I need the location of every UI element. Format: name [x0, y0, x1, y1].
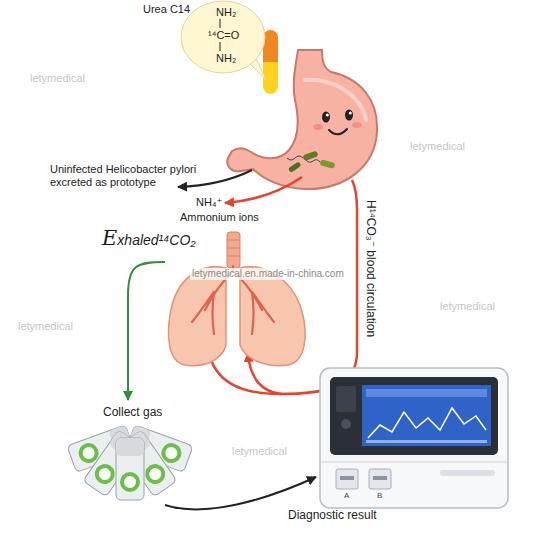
stomach-illustration: [227, 50, 377, 189]
svg-rect: [288, 161, 302, 173]
flow-arrow: [165, 477, 316, 509]
svg-path: [306, 160, 320, 163]
watermark: letymedical.en.made-in-china.com: [190, 268, 346, 280]
watermark: letymedical: [30, 72, 85, 85]
note-text: Uninfected Helicobacter pylori excreted …: [50, 163, 230, 189]
ion-name: Ammonium ions: [180, 211, 259, 224]
result-label: Diagnostic result: [288, 508, 377, 522]
exhaled-label: Exhaled¹⁴CO₂: [102, 226, 196, 251]
svg-rect: [336, 469, 358, 489]
svg-rect: [366, 440, 487, 443]
svg-rect: [319, 159, 335, 169]
svg-g: [116, 438, 144, 500]
svg-rect: [330, 377, 498, 455]
formula-group: ¹⁴C=O: [208, 29, 239, 42]
svg-path: [240, 267, 305, 366]
svg-rect: [440, 470, 495, 476]
svg-rect: [227, 232, 240, 268]
watermark: letymedical: [410, 140, 465, 153]
formula-group: NH₂: [216, 52, 236, 65]
pathway-label: H¹⁴CO₃⁻ blood circulation: [364, 200, 378, 337]
svg-circle: [94, 463, 116, 485]
step-label: Collect gas: [103, 405, 162, 419]
svg-rect: [362, 385, 491, 446]
breath-cards: [67, 425, 193, 500]
svg-path: [305, 80, 366, 120]
svg-rect: [320, 368, 508, 508]
drug-label: Urea C14: [143, 3, 190, 16]
lungs-region: Exhaled¹⁴CO₂: [165, 230, 315, 370]
svg-rect: [116, 438, 144, 456]
svg-rect: [340, 476, 354, 480]
bubble-shape: [181, 1, 265, 73]
svg-ellipse: [313, 124, 323, 130]
breath-card-group: Collect gas: [35, 400, 230, 505]
ion-formula: NH₄⁺: [196, 196, 222, 209]
svg-path: [329, 129, 347, 134]
svg-rect: [369, 469, 391, 489]
formula-bubble: Urea C14NH₂¹⁴C=ONH₂: [180, 0, 266, 74]
flow-arrow: [128, 262, 165, 400]
svg-line: [320, 462, 508, 463]
svg-path: [287, 156, 303, 160]
analyzer-device: ABDiagnostic result: [316, 365, 512, 513]
svg-polyline: [368, 408, 486, 438]
ammonium-arrow: [225, 177, 302, 203]
svg-ellipse: [322, 112, 330, 123]
svg-ellipse: [345, 110, 353, 121]
svg-circle: [161, 443, 182, 464]
svg-path: [227, 50, 377, 189]
bacteria: [287, 150, 336, 172]
svg-rect: [373, 476, 387, 480]
svg-circle: [122, 474, 138, 490]
analyzer-device: [320, 368, 508, 508]
svg-circle: [349, 112, 352, 115]
svg-rect: [336, 386, 356, 412]
watermark: letymedical: [440, 300, 495, 313]
svg-circle: [144, 463, 166, 485]
lungs-illustration: [168, 232, 305, 366]
watermark: letymedical: [232, 445, 287, 458]
slot-label: A: [344, 491, 349, 501]
watermark: letymedical: [18, 320, 73, 333]
svg-rect: [366, 389, 487, 397]
svg-circle: [341, 419, 351, 429]
svg-rect: [116, 438, 144, 500]
svg-circle: [326, 114, 329, 117]
formula-group: NH₂: [216, 6, 236, 19]
svg-ellipse: [352, 122, 362, 128]
svg-circle: [78, 443, 99, 464]
svg-path: [227, 240, 240, 256]
slot-label: B: [377, 491, 382, 501]
